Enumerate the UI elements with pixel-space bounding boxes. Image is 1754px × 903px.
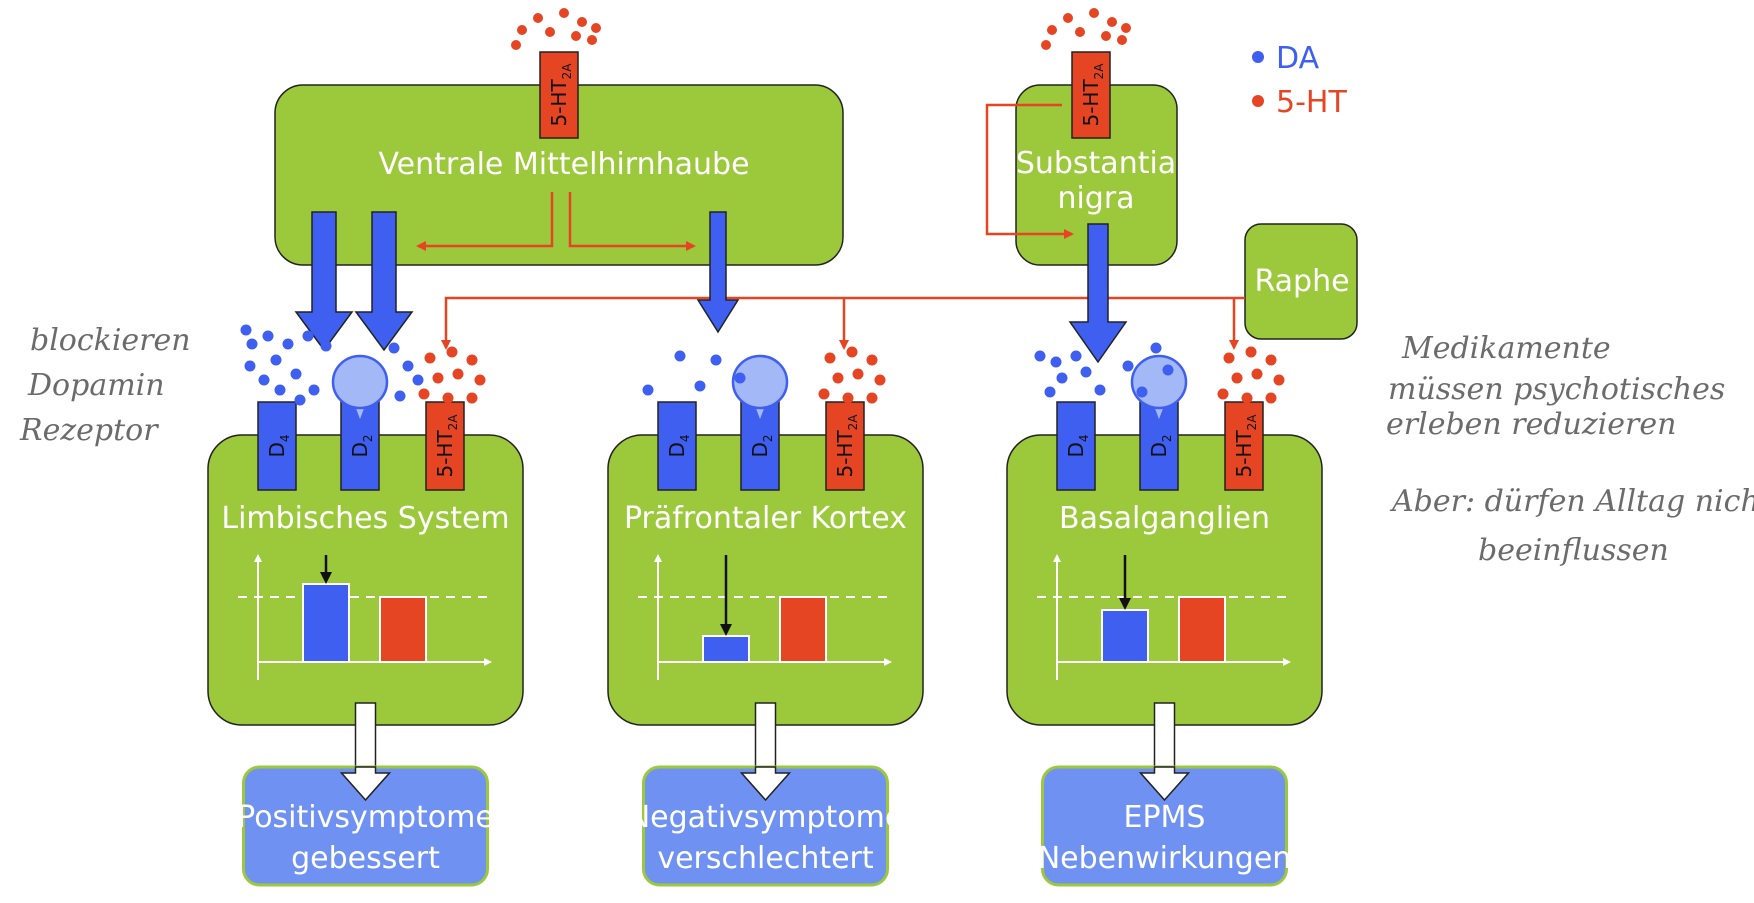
serotonin-pathways	[416, 103, 1245, 350]
raphe-label: Raphe	[1254, 264, 1349, 299]
d4-receptor: D4	[1056, 401, 1096, 491]
outcome-box: Negativsymptome verschlechtert	[628, 765, 904, 887]
ht2a-receptor: 5-HT2A	[1224, 401, 1264, 491]
sn-to-basal-arrow	[1068, 223, 1128, 364]
outcome-label-2: verschlechtert	[657, 841, 874, 876]
substantia-nigra-box: Substantia nigra	[1015, 84, 1178, 266]
serotonin-dots	[418, 346, 486, 404]
legend-ht-label: 5-HT	[1276, 85, 1347, 120]
ht2a-receptor: 5-HT2A	[425, 401, 465, 491]
raphe-box: Raphe	[1244, 223, 1358, 340]
vta-serotonin-left	[416, 192, 554, 251]
legend-da-dot	[1252, 51, 1264, 63]
dopamine-bar	[1101, 609, 1149, 663]
note-right-line-4: Aber: dürfen Alltag nicht	[1389, 484, 1754, 519]
substantia-nigra-label-1: Substantia	[1016, 146, 1176, 181]
mini-bar-chart	[638, 554, 892, 680]
d4-receptor: D4	[257, 401, 297, 491]
vta-ht2a-receptor: 5-HT2A	[539, 51, 579, 139]
vta-to-limbic-arrow-2	[354, 211, 414, 352]
note-left-line-3: Rezeptor	[19, 413, 159, 448]
note-left-line-2: Dopamin	[27, 368, 165, 403]
legend: DA 5-HT	[1252, 41, 1347, 120]
sn-serotonin-dots	[1041, 8, 1131, 50]
vta-serotonin-dots	[511, 8, 601, 50]
dopamine-bar	[702, 635, 750, 663]
mini-bar-chart	[238, 554, 492, 680]
note-right-line-1: Medikamente	[1401, 331, 1611, 366]
serotonin-bar	[1178, 596, 1226, 663]
note-left-line-1: blockieren	[30, 323, 191, 358]
vta-to-prefrontal-arrow	[696, 211, 740, 334]
region-label: Präfrontaler Kortex	[624, 501, 907, 536]
d4-receptor: D4	[657, 401, 697, 491]
sn-ht2a-receptor: 5-HT2A	[1071, 51, 1111, 139]
serotonin-bar	[779, 596, 827, 663]
handwritten-note-right: Medikamente müssen psychotisches erleben…	[1386, 331, 1754, 568]
raphe-to-limbic	[441, 296, 1245, 350]
dopamine-dots	[240, 324, 424, 406]
outcome-box: Positivsymptome gebessert	[237, 765, 494, 887]
handwritten-note-left: blockieren Dopamin Rezeptor	[19, 323, 191, 448]
note-right-line-3: erleben reduzieren	[1386, 407, 1676, 442]
legend-da-label: DA	[1276, 41, 1320, 76]
reduction-arrow	[320, 572, 332, 584]
sn-serotonin-loop	[985, 103, 1074, 239]
outcome-label-1: Positivsymptome	[237, 800, 494, 835]
dopamine-bar	[302, 583, 350, 663]
vta-box: Ventrale Mittelhirnhaube	[274, 84, 844, 266]
outcome-label-1: EPMS	[1124, 800, 1206, 835]
region-label: Basalganglien	[1059, 501, 1270, 536]
vta-serotonin-right	[568, 192, 696, 251]
outcome-label-1: Negativsymptome	[628, 800, 904, 835]
outcome-label-2: Nebenwirkungen	[1038, 841, 1292, 876]
outcome-box: EPMS Nebenwirkungen	[1038, 765, 1292, 887]
reduction-arrow	[1119, 598, 1131, 610]
outcome-label-2: gebessert	[291, 841, 440, 876]
mini-bar-chart	[1037, 554, 1291, 680]
vta-ht2a-label: 5-HT2A	[547, 63, 574, 127]
dopamine-dots	[642, 350, 746, 396]
ht2a-receptor: 5-HT2A	[825, 401, 865, 491]
antagonist-blocker	[731, 354, 789, 425]
serotonin-dots	[1217, 346, 1285, 404]
antagonist-blocker	[331, 354, 389, 425]
vta-label: Ventrale Mittelhirnhaube	[378, 147, 749, 182]
region-label: Limbisches System	[221, 501, 509, 536]
note-right-line-5: beeinflussen	[1478, 533, 1669, 568]
dopamine-dots	[1034, 342, 1174, 398]
vta-to-limbic-arrow-1	[294, 211, 354, 352]
dopamine-pathways	[294, 211, 1128, 364]
serotonin-bar	[379, 596, 427, 663]
substantia-nigra-label-2: nigra	[1057, 181, 1134, 216]
serotonin-dots	[818, 346, 886, 404]
legend-ht-dot	[1252, 95, 1264, 107]
note-right-line-2: müssen psychotisches	[1388, 372, 1725, 407]
reduction-arrow	[720, 624, 732, 636]
